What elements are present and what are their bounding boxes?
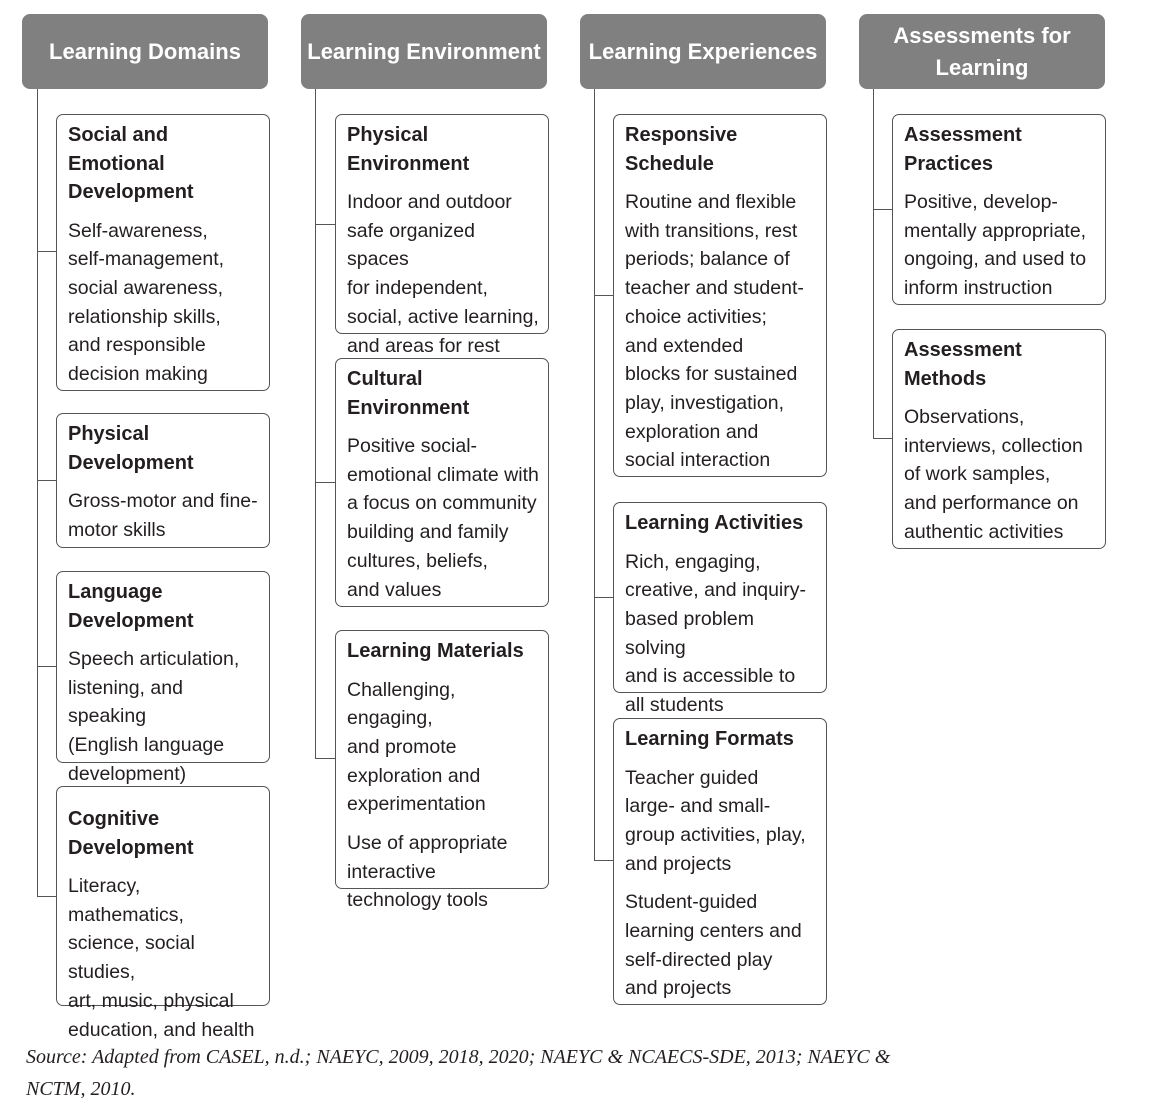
header-learning-environment: Learning Environment	[301, 14, 547, 89]
box-learning-formats: Learning Formats Teacher guided large- a…	[613, 718, 827, 1005]
connector-trunk-learning-environment	[315, 89, 316, 759]
box-body: Routine and flexible with transitions, r…	[625, 191, 804, 472]
connector-branch	[37, 666, 56, 667]
header-learning-experiences: Learning Experiences	[580, 14, 826, 89]
box-physical-environment: Physical Environment Indoor and outdoor …	[335, 114, 549, 357]
box-title: Responsive Schedule	[625, 124, 738, 175]
box-title: Learning Materials	[347, 640, 524, 662]
box-title: Physical Environment	[347, 124, 470, 175]
header-learning-domains: Learning Domains	[22, 14, 268, 89]
connector-branch	[315, 758, 335, 759]
box-body: Speech articulation, listening, and spea…	[68, 648, 240, 785]
box-body: Observations, interviews, collection of …	[904, 406, 1083, 543]
box-title: Learning Activities	[625, 512, 804, 534]
connector-branch	[873, 438, 892, 439]
box-body: Indoor and outdoor safe organized spaces…	[347, 191, 539, 357]
connector-branch	[594, 597, 613, 598]
connector-branch	[315, 224, 335, 225]
connector-branch	[37, 480, 56, 481]
box-responsive-schedule: Responsive Schedule Routine and flexible…	[613, 114, 827, 477]
box-body-secondary: Student-guided learning centers and self…	[625, 891, 802, 1000]
box-learning-materials: Learning Materials Challenging, engaging…	[335, 630, 549, 911]
header-assessments-for-learning: Assessments for Learning	[859, 14, 1105, 89]
connector-trunk-learning-experiences	[594, 89, 595, 861]
connector-branch	[594, 860, 613, 861]
box-body: Challenging, engaging, and promote explo…	[347, 678, 486, 816]
connector-branch	[37, 251, 56, 252]
box-body: Literacy, mathematics, science, social s…	[68, 875, 255, 1041]
connector-trunk-assessments	[873, 89, 874, 439]
box-body: Rich, engaging, creative, and inquiry- b…	[625, 550, 807, 717]
connector-branch	[315, 482, 335, 483]
box-assessment-practices: Assessment Practices Positive, develop- …	[892, 114, 1106, 305]
box-title: Cultural Environment	[347, 368, 470, 419]
box-title: Social and Emotional Development	[68, 124, 194, 203]
box-body: Teacher guided large- and small- group a…	[625, 766, 806, 875]
box-title: Physical Development	[68, 423, 194, 474]
box-learning-activities: Learning Activities Rich, engaging, crea…	[613, 502, 827, 716]
box-assessment-methods: Assessment Methods Observations, intervi…	[892, 329, 1106, 549]
source-citation: Source: Adapted from CASEL, n.d.; NAEYC,…	[26, 1046, 891, 1100]
box-title: Language Development	[68, 581, 194, 632]
connector-branch	[37, 896, 56, 897]
box-title: Assessment Practices	[904, 124, 1022, 175]
box-title: Cognitive Development	[68, 808, 194, 859]
box-cognitive-development: Cognitive Development Literacy, mathemat…	[56, 786, 270, 1041]
connector-branch	[594, 295, 613, 296]
box-language-development: Language Development Speech articulation…	[56, 571, 270, 785]
box-title: Assessment Methods	[904, 339, 1022, 390]
box-cultural-environment: Cultural Environment Positive social- em…	[335, 358, 549, 607]
box-body-secondary: Use of appropriate interactive technolog…	[347, 832, 508, 912]
connector-trunk-learning-domains	[37, 89, 38, 897]
box-body: Gross-motor and fine- motor skills	[68, 490, 258, 541]
box-body: Positive social- emotional climate with …	[347, 435, 539, 601]
box-physical-development: Physical Development Gross-motor and fin…	[56, 413, 270, 548]
box-title: Learning Formats	[625, 728, 794, 750]
box-body: Self-awareness, self-management, social …	[68, 219, 225, 386]
connector-branch	[873, 209, 892, 210]
box-body: Positive, develop- mentally appropriate,…	[904, 191, 1087, 300]
box-social-emotional-development: Social and Emotional Development Self-aw…	[56, 114, 270, 391]
